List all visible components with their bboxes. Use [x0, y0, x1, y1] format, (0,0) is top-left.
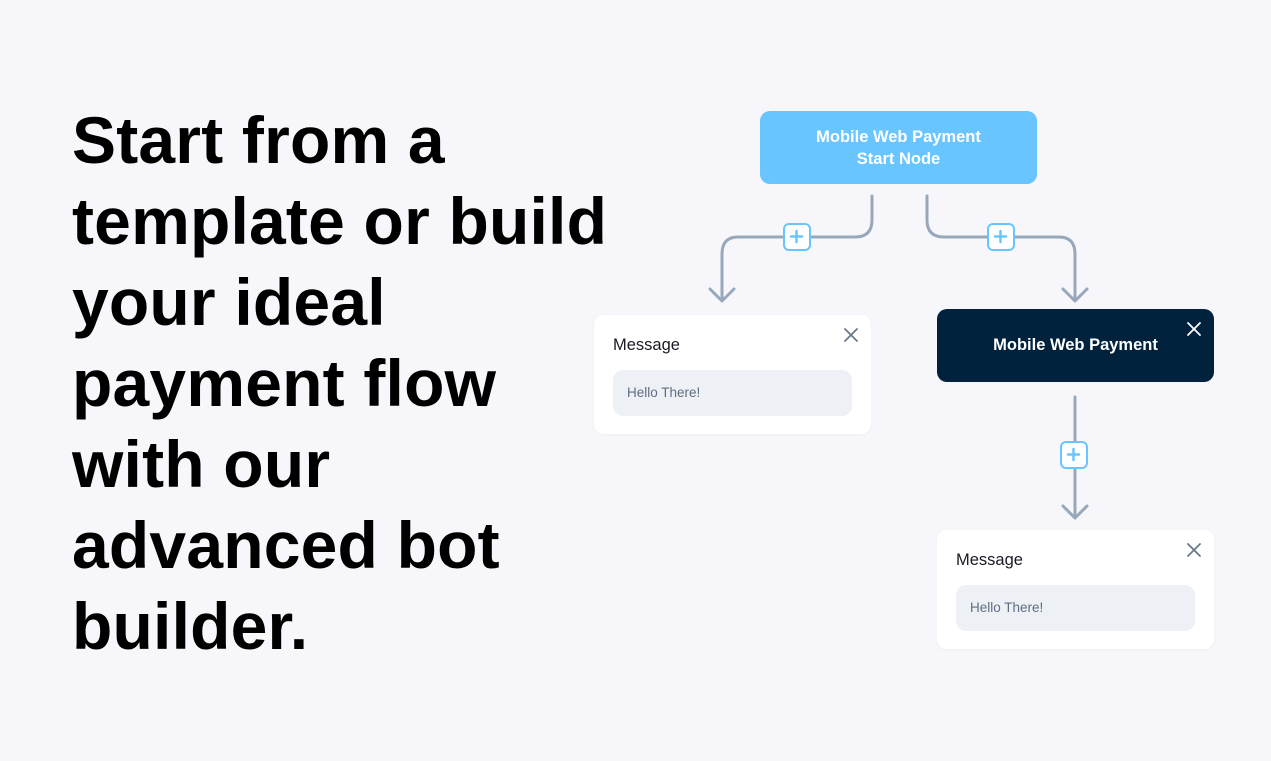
add-step-button-bottom[interactable] — [1060, 441, 1088, 469]
plus-icon — [993, 229, 1008, 244]
message-node-left[interactable]: Message Hello There! — [594, 315, 871, 434]
headline-line: advanced bot — [72, 508, 500, 582]
close-button[interactable] — [1186, 321, 1202, 337]
headline-line: your ideal — [72, 265, 386, 339]
headline-line: Start from a — [72, 103, 445, 177]
message-input[interactable]: Hello There! — [956, 585, 1195, 631]
close-icon — [1187, 322, 1201, 336]
add-step-button-right[interactable] — [987, 223, 1015, 251]
headline-line: with our — [72, 427, 331, 501]
plus-icon — [789, 229, 804, 244]
close-button[interactable] — [1186, 542, 1202, 558]
payment-node-label: Mobile Web Payment — [993, 336, 1158, 354]
start-node-title: Mobile Web Payment — [816, 127, 981, 146]
message-node-bottom[interactable]: Message Hello There! — [937, 530, 1214, 649]
arrow-head-down — [1061, 504, 1089, 520]
start-node[interactable]: Mobile Web Payment Start Node — [760, 111, 1037, 184]
arrow-head-left — [708, 287, 736, 303]
hero-headline: Start from a template or build your idea… — [72, 100, 612, 667]
message-input[interactable]: Hello There! — [613, 370, 852, 416]
close-button[interactable] — [843, 327, 859, 343]
arrow-head-right — [1061, 287, 1089, 303]
headline-line: template or build — [72, 184, 608, 258]
headline-line: builder. — [72, 589, 309, 663]
message-node-title: Message — [613, 336, 680, 354]
headline-line: payment flow — [72, 346, 497, 420]
start-node-subtitle: Start Node — [856, 149, 941, 168]
close-icon — [844, 328, 858, 342]
add-step-button-left[interactable] — [783, 223, 811, 251]
plus-icon — [1066, 447, 1081, 462]
payment-node[interactable]: Mobile Web Payment — [937, 309, 1214, 382]
message-node-title: Message — [956, 551, 1023, 569]
close-icon — [1187, 543, 1201, 557]
